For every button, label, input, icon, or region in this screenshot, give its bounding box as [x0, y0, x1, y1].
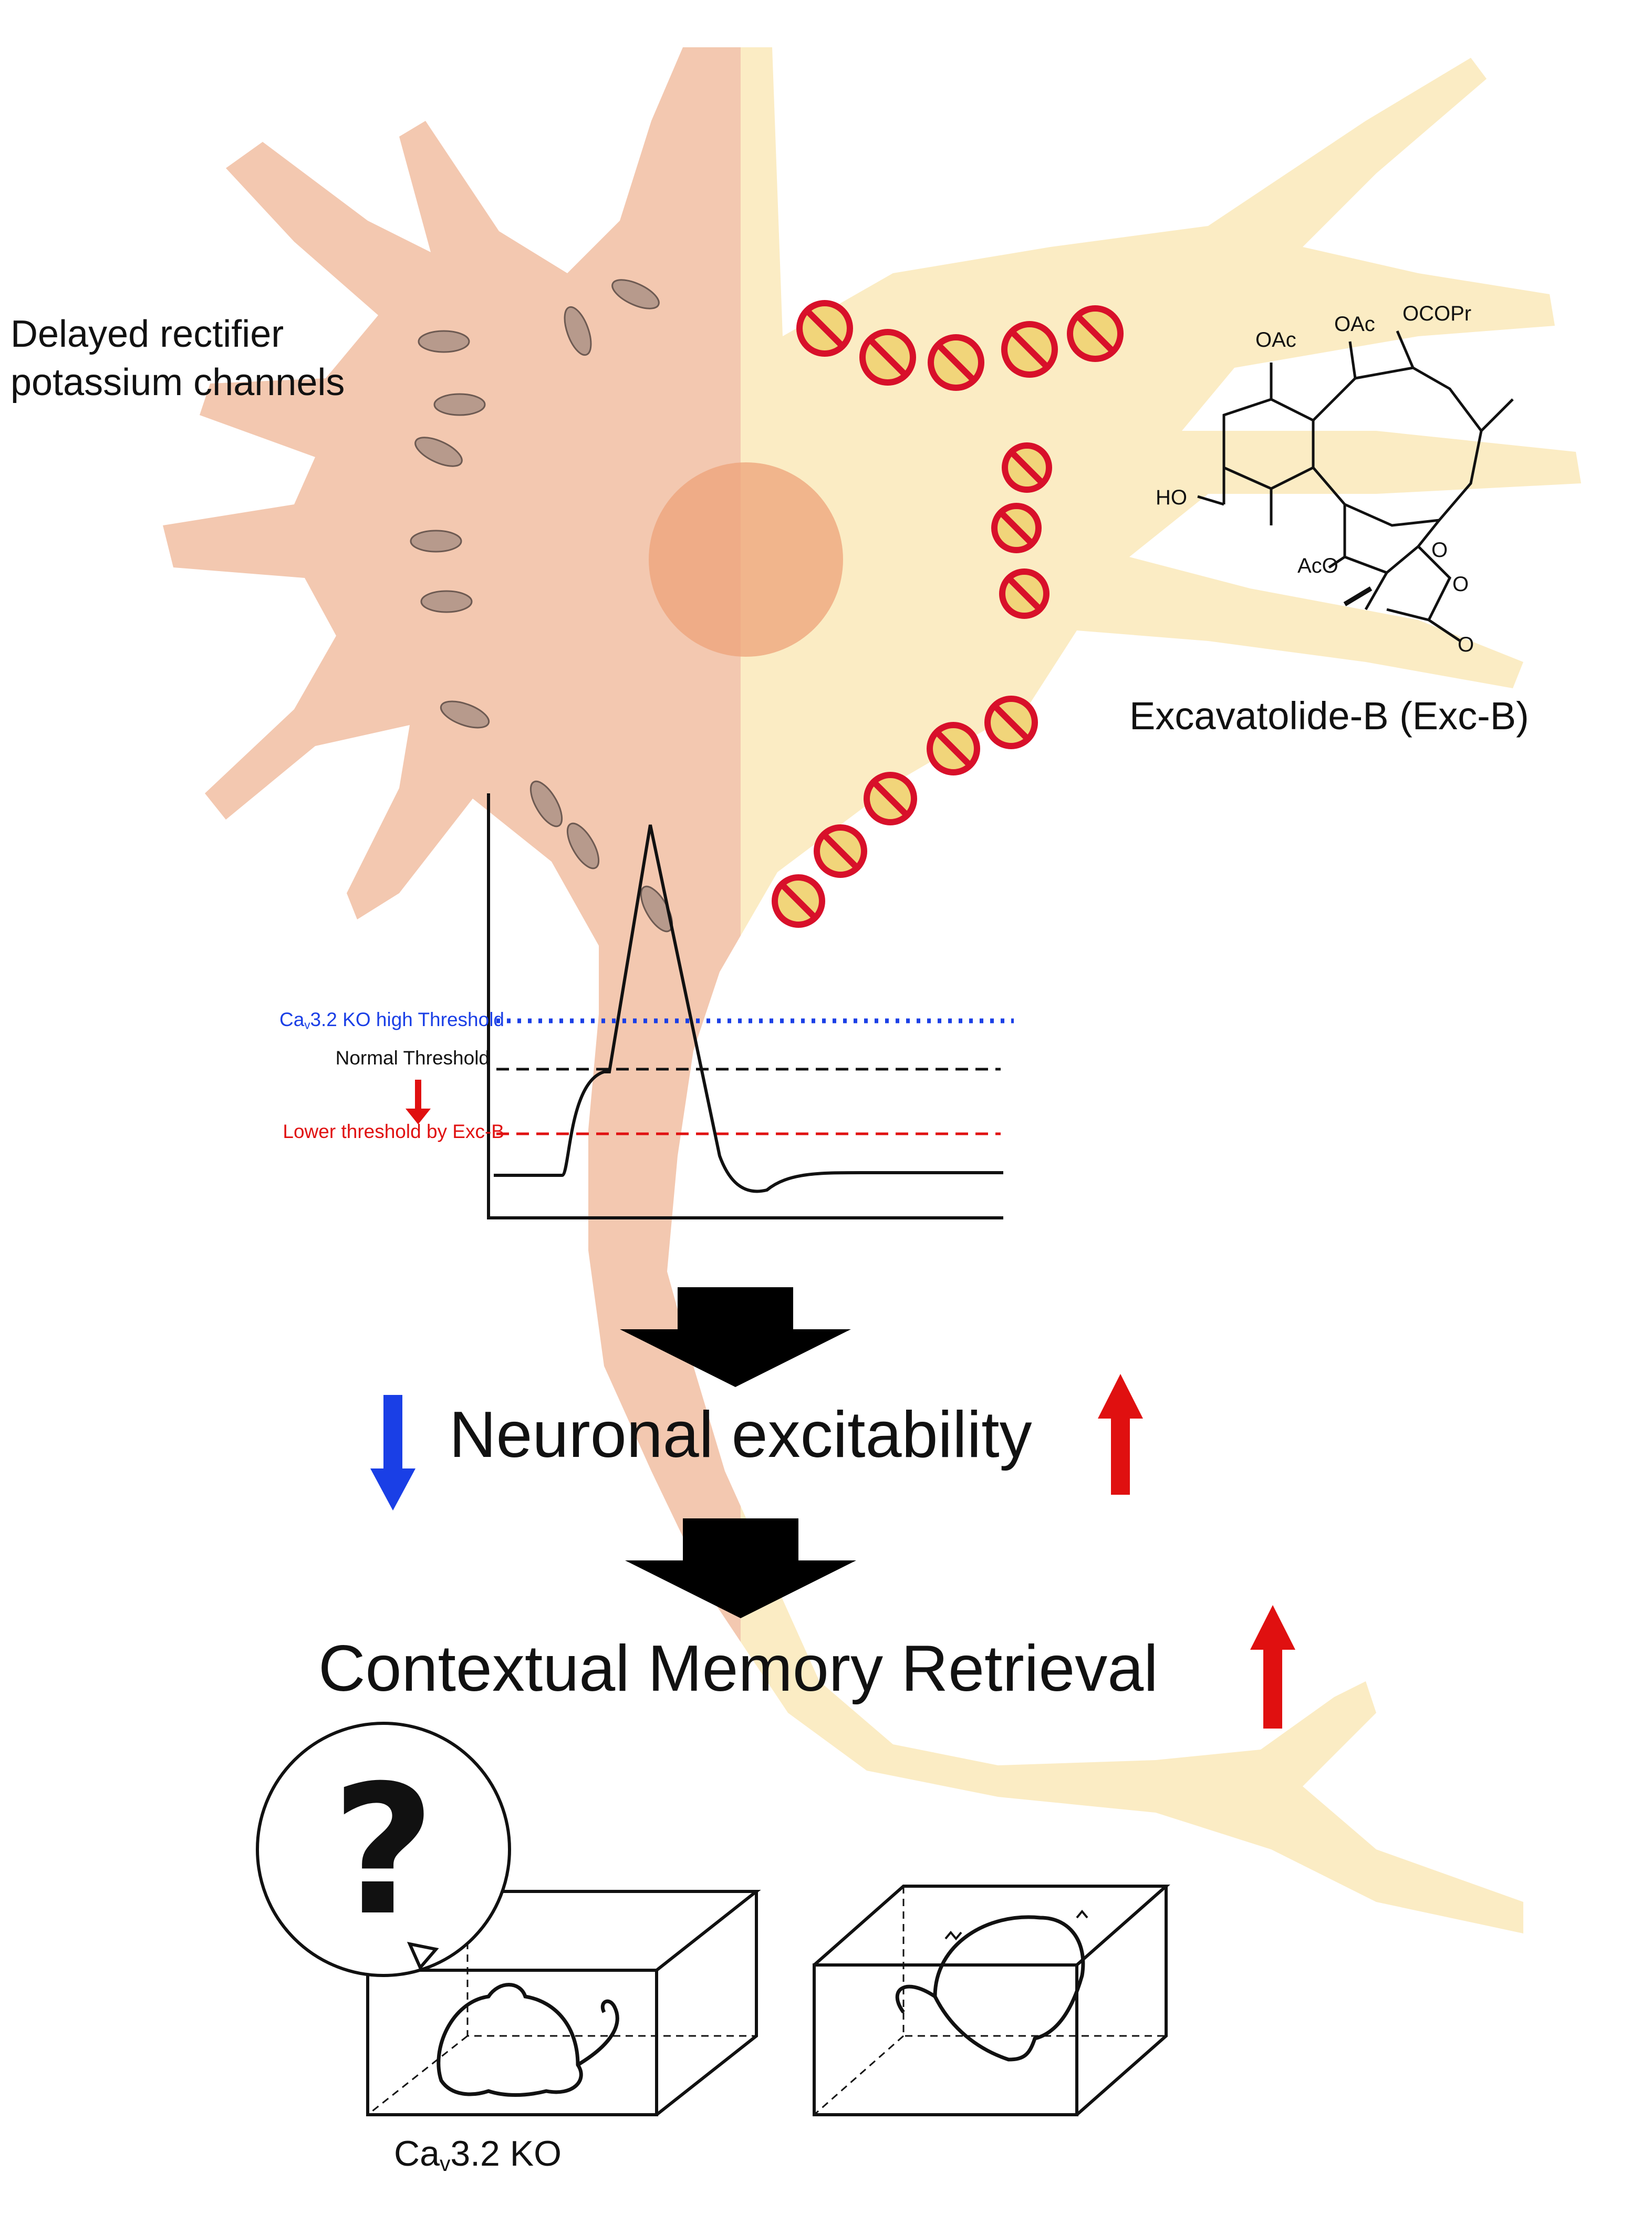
prohibition-icon	[796, 300, 853, 357]
channels-label: Delayed rectifier potassium channels	[11, 310, 345, 407]
prohibition-icon	[814, 824, 867, 878]
channel-icon	[440, 700, 490, 729]
threshold-normal-label: Normal Threshold	[335, 1047, 490, 1069]
oac-label: OAc	[1255, 328, 1296, 351]
threshold-lower-label: Lower threshold by Exc-B	[283, 1121, 504, 1142]
ho-label: HO	[1156, 486, 1187, 509]
ko-mouse-icon	[437, 1983, 619, 2097]
prohibition-icon	[864, 772, 917, 825]
action-potential-plot	[406, 793, 1014, 1219]
channel-icon	[420, 590, 473, 613]
prohibition-icon	[1002, 442, 1052, 493]
channels-label-line1: Delayed rectifier	[11, 313, 284, 355]
ko-label-suffix: 3.2 KO	[450, 2134, 562, 2174]
ko-label-sub: v	[439, 2151, 451, 2176]
arrow-up-red-icon	[1098, 1374, 1143, 1495]
action-potential-trace	[494, 824, 1003, 1193]
channel-icon	[433, 393, 486, 416]
threshold-high-sub: v	[304, 1018, 310, 1032]
carbonyl-oxygen-label: O	[1458, 633, 1474, 656]
memory-heading: Contextual Memory Retrieval	[318, 1632, 1158, 1705]
potassium-channels	[410, 279, 673, 933]
nucleus	[649, 462, 843, 657]
prohibition-icon	[859, 329, 916, 386]
aco-label: AcO	[1297, 554, 1338, 577]
arrow-down-blue-icon	[370, 1395, 415, 1511]
prohibition-icon	[1067, 305, 1124, 362]
blocked-channels	[772, 300, 1124, 928]
channel-icon	[414, 437, 463, 467]
channel-icon	[418, 330, 470, 353]
channels-label-line2: potassium channels	[11, 361, 345, 404]
oac-label: OAc	[1334, 313, 1375, 336]
prohibition-icon	[772, 874, 825, 928]
channel-icon	[566, 822, 600, 870]
channel-icon	[611, 279, 660, 309]
channel-icon	[410, 530, 462, 553]
prohibition-icon	[1001, 321, 1058, 378]
ko-label-prefix: Ca	[394, 2134, 440, 2174]
structure-group-labels: OAc OAc OCOPr HO AcO O O O	[1156, 302, 1474, 656]
prohibition-icon	[984, 696, 1038, 749]
excavatolide-b-structure	[1197, 330, 1514, 643]
threshold-high-label: Cav3.2 KO high Threshold	[279, 1009, 504, 1032]
prohibition-icon	[999, 568, 1050, 619]
lactone-oxygen-label: O	[1452, 573, 1469, 596]
prohibition-icon	[991, 503, 1042, 553]
compound-label: Excavatolide-B (Exc-B)	[1129, 694, 1529, 738]
flow-arrow-icon	[625, 1518, 856, 1618]
speech-bubble	[256, 1722, 511, 1977]
wt-mouse-box	[813, 1885, 1170, 2116]
ko-label: Cav3.2 KO	[394, 2133, 562, 2176]
arrow-up-red-icon	[1250, 1605, 1295, 1729]
plot-axes	[487, 793, 1003, 1219]
arrow-down-icon	[406, 1080, 431, 1124]
freezing-mouse-icon	[895, 1915, 1085, 2062]
prohibition-icon	[928, 334, 984, 391]
ring-oxygen-label: O	[1431, 539, 1448, 562]
ko-mouse-box	[256, 1722, 761, 2116]
prohibition-icon	[927, 722, 980, 775]
threshold-high-suffix: 3.2 KO high Threshold	[310, 1009, 504, 1030]
threshold-high-prefix: Ca	[279, 1009, 305, 1030]
ocopr-label: OCOPr	[1402, 302, 1471, 325]
channel-icon	[529, 780, 563, 827]
excitability-heading: Neuronal excitability	[449, 1399, 1032, 1471]
question-mark-icon: ?	[331, 1747, 435, 1955]
channel-icon	[564, 306, 592, 356]
flow-arrow-icon	[620, 1287, 851, 1387]
